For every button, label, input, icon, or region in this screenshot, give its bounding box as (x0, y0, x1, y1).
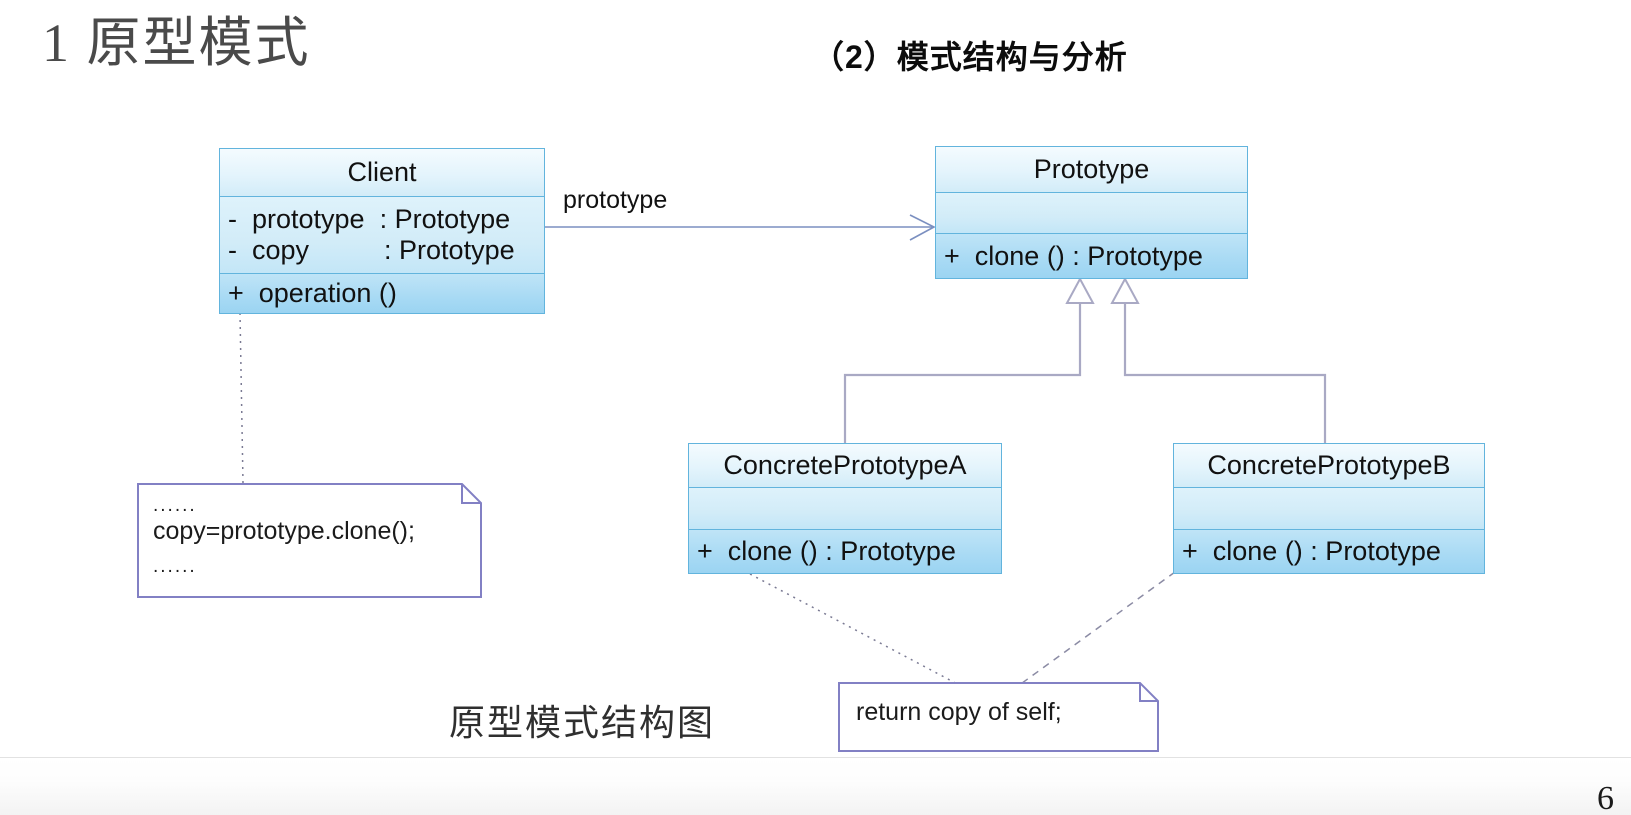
note-line: ...... (153, 556, 197, 577)
uml-attribute: - copy : Prototype (228, 235, 515, 265)
section-header: （2）模式结构与分析 (812, 39, 1128, 75)
uml-class-concrete-prototype-b-name: ConcretePrototypeB (1174, 444, 1484, 488)
uml-class-prototype-name: Prototype (936, 147, 1247, 193)
page-number: 6 (1597, 780, 1614, 814)
uml-attribute: - prototype : Prototype (228, 204, 511, 234)
uml-class-concrete-prototype-b[interactable]: ConcretePrototypeB + clone () : Prototyp… (1173, 443, 1485, 574)
uml-class-concrete-prototype-a[interactable]: ConcretePrototypeA + clone () : Prototyp… (688, 443, 1002, 574)
uml-class-client[interactable]: Client - prototype : Prototype - copy : … (219, 148, 545, 314)
generalization-a-prototype (843, 276, 1095, 443)
uml-class-concrete-prototype-a-attributes (689, 488, 1001, 530)
uml-operation: + operation () (228, 278, 397, 308)
uml-class-prototype[interactable]: Prototype + clone () : Prototype (935, 146, 1248, 279)
note-shape-icon (838, 682, 1159, 752)
uml-class-concrete-prototype-a-name: ConcretePrototypeA (689, 444, 1001, 488)
uml-operation: + clone () : Prototype (697, 536, 956, 566)
uml-class-concrete-prototype-b-attributes (1174, 488, 1484, 530)
note-shape-icon (137, 483, 482, 598)
uml-operation: + clone () : Prototype (1182, 536, 1441, 566)
uml-note-clone-code[interactable]: return copy of self; (838, 682, 1159, 752)
association-label-prototype: prototype (563, 186, 668, 214)
note-line: ...... (153, 495, 197, 516)
uml-class-prototype-attributes (936, 193, 1247, 234)
note-line: copy=prototype.clone(); (153, 517, 415, 545)
dependency-a-note (749, 573, 964, 688)
note-line: return copy of self; (856, 698, 1062, 726)
dependency-b-note (1017, 571, 1176, 687)
figure-caption: 原型模式结构图 (449, 702, 716, 743)
dependency-client-note (239, 312, 244, 484)
uml-class-client-name: Client (220, 149, 544, 197)
association-client-prototype (545, 214, 936, 241)
generalization-b-prototype (1110, 276, 1327, 443)
page-title: 1 原型模式 (42, 13, 311, 73)
uml-note-client-code[interactable]: ...... copy=prototype.clone(); ...... (137, 483, 482, 598)
slide-bottom-edge (0, 757, 1631, 815)
uml-operation: + clone () : Prototype (944, 240, 1203, 271)
